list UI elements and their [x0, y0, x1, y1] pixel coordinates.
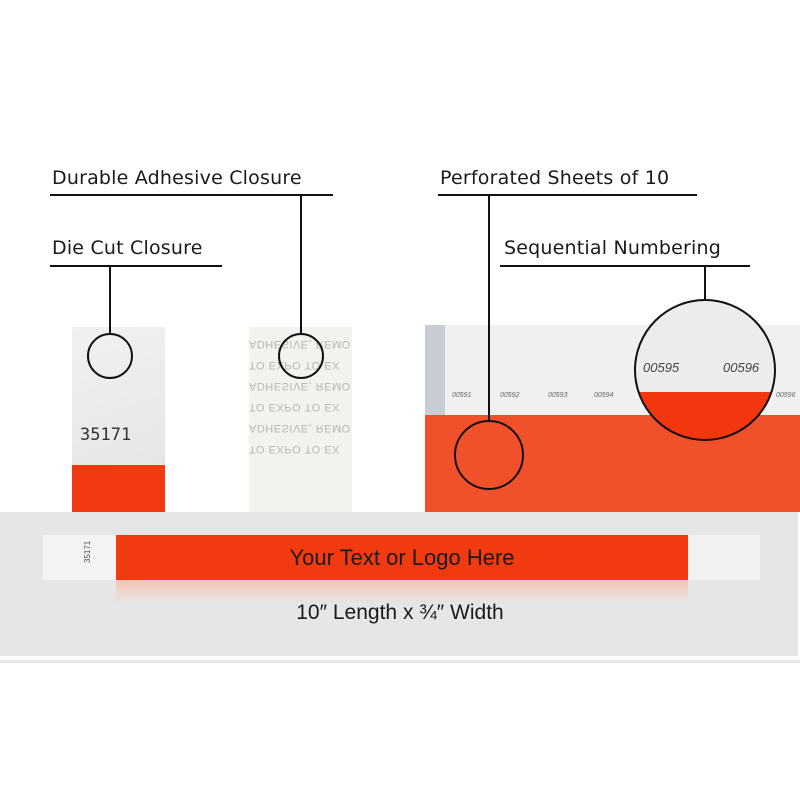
- label-die-cut-closure: Die Cut Closure: [52, 237, 203, 259]
- label-durable-adhesive-closure: Durable Adhesive Closure: [52, 167, 302, 189]
- magnifier-view: 00595 00596: [635, 300, 775, 440]
- divider: [0, 660, 800, 663]
- wristband-placeholder-text: Your Text or Logo Here: [289, 545, 515, 570]
- label-perforated-sheets: Perforated Sheets of 10: [440, 167, 670, 189]
- sheet-number: 00594: [594, 392, 614, 399]
- magnified-number: 00596: [723, 360, 760, 375]
- adhesive-closure-liner: ADHESIVE, REMO TO EXPO TO EX ADHESIVE, R…: [249, 327, 352, 518]
- sheet-number: 00592: [500, 392, 520, 399]
- wristband-print-area: Your Text or Logo Here: [116, 535, 688, 580]
- magnifier-circle: [634, 299, 776, 441]
- wristband-adhesive-end: [688, 535, 760, 580]
- sheet-number: 00591: [452, 392, 472, 399]
- tab-color-strip: [72, 465, 165, 512]
- wristband-tab-end: 35171: [43, 535, 116, 580]
- wristband-reflection: [116, 580, 688, 604]
- highlight-circle-adhesive: [278, 333, 324, 379]
- highlight-circle-perforation: [454, 420, 524, 490]
- sheet-number: 00593: [548, 392, 568, 399]
- tab-serial-number: 35171: [80, 425, 132, 445]
- wristband-dimensions: 10″ Length x ¾″ Width: [296, 601, 504, 624]
- sheet-number: 00596: [776, 392, 796, 399]
- magnified-color-area: [635, 392, 775, 440]
- magnified-number: 00595: [643, 360, 680, 375]
- wristband-serial-number: 35171: [83, 540, 92, 563]
- die-cut-tab: 35171: [72, 327, 165, 512]
- highlight-circle-die-cut: [87, 333, 133, 379]
- label-sequential-numbering: Sequential Numbering: [504, 237, 721, 259]
